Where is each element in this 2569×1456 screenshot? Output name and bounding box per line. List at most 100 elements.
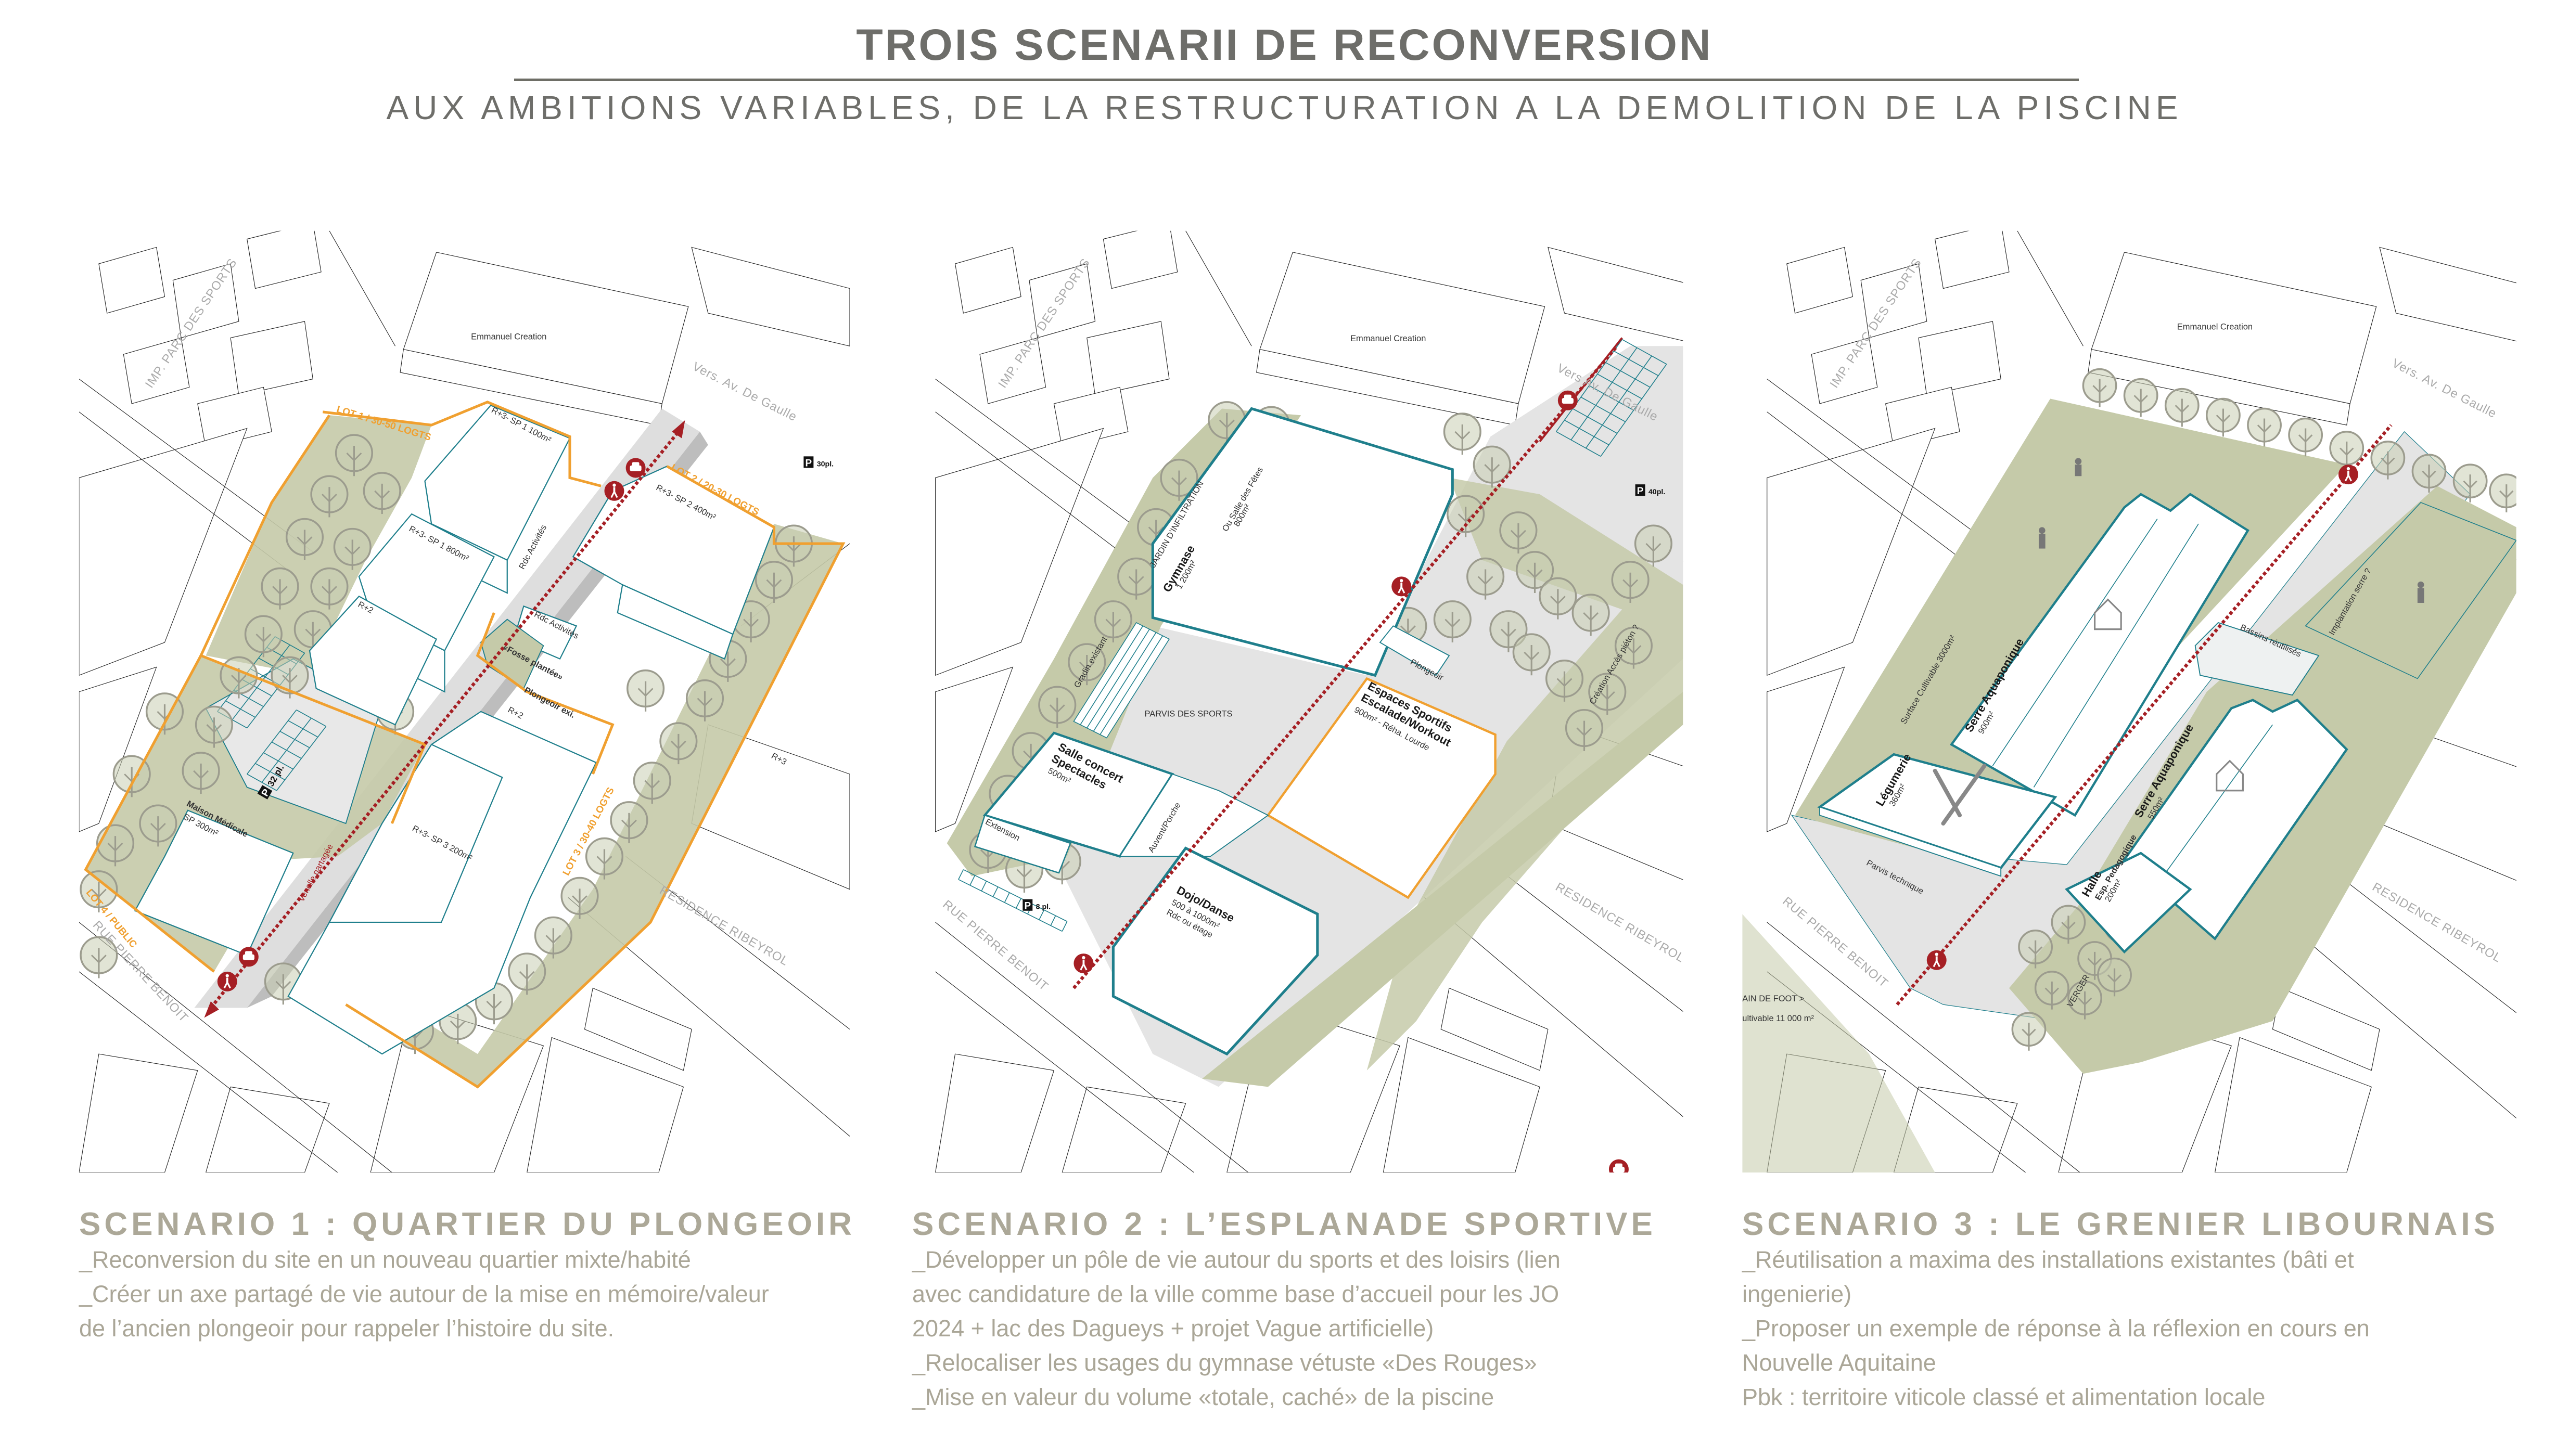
tree-icon — [261, 567, 299, 610]
parking-line — [958, 879, 1063, 932]
context-building — [527, 1037, 684, 1172]
car-icon — [1608, 1159, 1629, 1172]
building-lot2 — [513, 466, 775, 660]
direction-label: Vers. Av. De Gaulle — [2389, 356, 2498, 421]
tree-branch — [322, 586, 337, 595]
parking-line — [1600, 364, 1667, 457]
tree-branch — [1599, 691, 1615, 700]
context-building — [935, 666, 1014, 832]
tree-icon — [508, 952, 546, 995]
car-icon — [625, 458, 646, 478]
road-arrow — [1539, 337, 1623, 443]
parking-line — [232, 645, 290, 720]
tree-icon — [2489, 473, 2516, 512]
tree-icon — [2067, 981, 2102, 1020]
farmer-icon — [2038, 458, 2424, 603]
pedestrian-icon — [2338, 465, 2358, 485]
parking-line — [1586, 355, 1652, 448]
tree-branch — [2257, 424, 2272, 433]
tree-icon — [195, 705, 233, 748]
car-roof — [1615, 1163, 1622, 1168]
tree-branch — [2422, 470, 2436, 479]
car-body — [242, 954, 254, 960]
knife-spatula-icon — [1933, 764, 1987, 826]
tree-branch — [1626, 645, 1642, 654]
tree-icon — [2411, 454, 2447, 493]
context-building — [979, 337, 1046, 404]
context-building — [197, 386, 272, 449]
context-building — [172, 263, 239, 339]
tree-branch — [2381, 457, 2395, 466]
tree-branch — [297, 536, 313, 546]
pedestrian-axis — [1896, 424, 2393, 1006]
tree-icon — [333, 527, 372, 570]
street-edge — [79, 971, 338, 1172]
tree-branch — [2077, 997, 2092, 1006]
tree-icon — [1614, 626, 1653, 669]
tree-icon — [2452, 463, 2488, 502]
tree-branch — [1128, 576, 1144, 585]
parking-grid — [958, 339, 1667, 932]
tree-icon — [2288, 417, 2323, 457]
gymnase-building — [1151, 407, 1454, 677]
tree-branch — [322, 494, 337, 503]
context-building — [1767, 666, 1845, 832]
tree-branch — [1105, 619, 1121, 628]
tree-branch — [1583, 612, 1599, 621]
tree-branch — [150, 823, 166, 832]
context-building — [1918, 321, 2001, 396]
context-building — [691, 247, 850, 346]
scenario-heading: SCENARIO 3 : LE GRENIER LIBOURNAIS — [1742, 1206, 2499, 1242]
parking-line — [969, 875, 976, 886]
person-head — [1082, 956, 1085, 960]
trees — [2011, 368, 2516, 1051]
car-roof — [1564, 394, 1571, 399]
svg-text:P: P — [1637, 486, 1644, 497]
context-building — [79, 666, 157, 832]
tree-icon — [244, 615, 283, 658]
context-building — [1548, 247, 1683, 341]
building-lot3 — [287, 711, 597, 1055]
svg-text:8 pl.: 8 pl. — [1036, 903, 1051, 911]
street-edge — [1185, 230, 1252, 346]
tree-icon — [2164, 388, 2200, 427]
parking-line — [1564, 420, 1609, 445]
description-line: Nouvelle Aquitaine — [1742, 1349, 1936, 1376]
pedestrian-axis — [1072, 345, 1619, 989]
street-edge — [1767, 922, 2080, 1172]
parking-line — [1556, 431, 1601, 457]
person-head — [1935, 952, 1938, 956]
scenario-heading: SCENARIO 2 : L’ESPLANADE SPORTIVE — [912, 1206, 1656, 1242]
building-maison-medicale — [134, 809, 294, 956]
context-building — [2088, 349, 2350, 426]
pedestrian-icon — [604, 481, 624, 501]
car-body — [1562, 397, 1574, 404]
bassins — [2194, 622, 2320, 696]
scenario-heading: SCENARIO 1 : QUARTIER DU PLONGEOIR — [79, 1206, 855, 1242]
car-icon — [238, 947, 259, 967]
serre-aquaponique-2 — [2123, 699, 2348, 940]
tree-icon — [1473, 445, 1511, 488]
tree-branch — [1454, 431, 1471, 440]
tree-branch — [344, 546, 361, 556]
street-edge — [1767, 411, 1985, 577]
residence-label: RESIDENCE RIBEYROL — [657, 884, 791, 969]
parking-badge: P 30pl. — [803, 456, 834, 469]
tree-branch — [2061, 921, 2076, 930]
context-building — [935, 428, 1104, 676]
description-line: _Relocaliser les usages du gymnase vétus… — [912, 1349, 1537, 1376]
tree-icon — [1571, 594, 1610, 636]
parking-line — [276, 726, 327, 791]
tree-icon — [1539, 577, 1577, 620]
page-title: TROIS SCENARII DE RECONVERSION — [856, 20, 1713, 69]
arrow-head-icon — [672, 420, 685, 439]
street-label: RUE PIERRE BENOIT — [940, 898, 1051, 994]
tree-branch — [2107, 974, 2122, 983]
tree-branch — [255, 634, 272, 643]
auvent-porche — [1119, 773, 1269, 857]
tree-icon — [1094, 600, 1132, 642]
tree-icon — [335, 434, 373, 476]
car-body — [1613, 1166, 1625, 1172]
description-line: _Reconversion du site en un nouveau quar… — [79, 1246, 691, 1273]
parking-line — [1589, 385, 1634, 411]
